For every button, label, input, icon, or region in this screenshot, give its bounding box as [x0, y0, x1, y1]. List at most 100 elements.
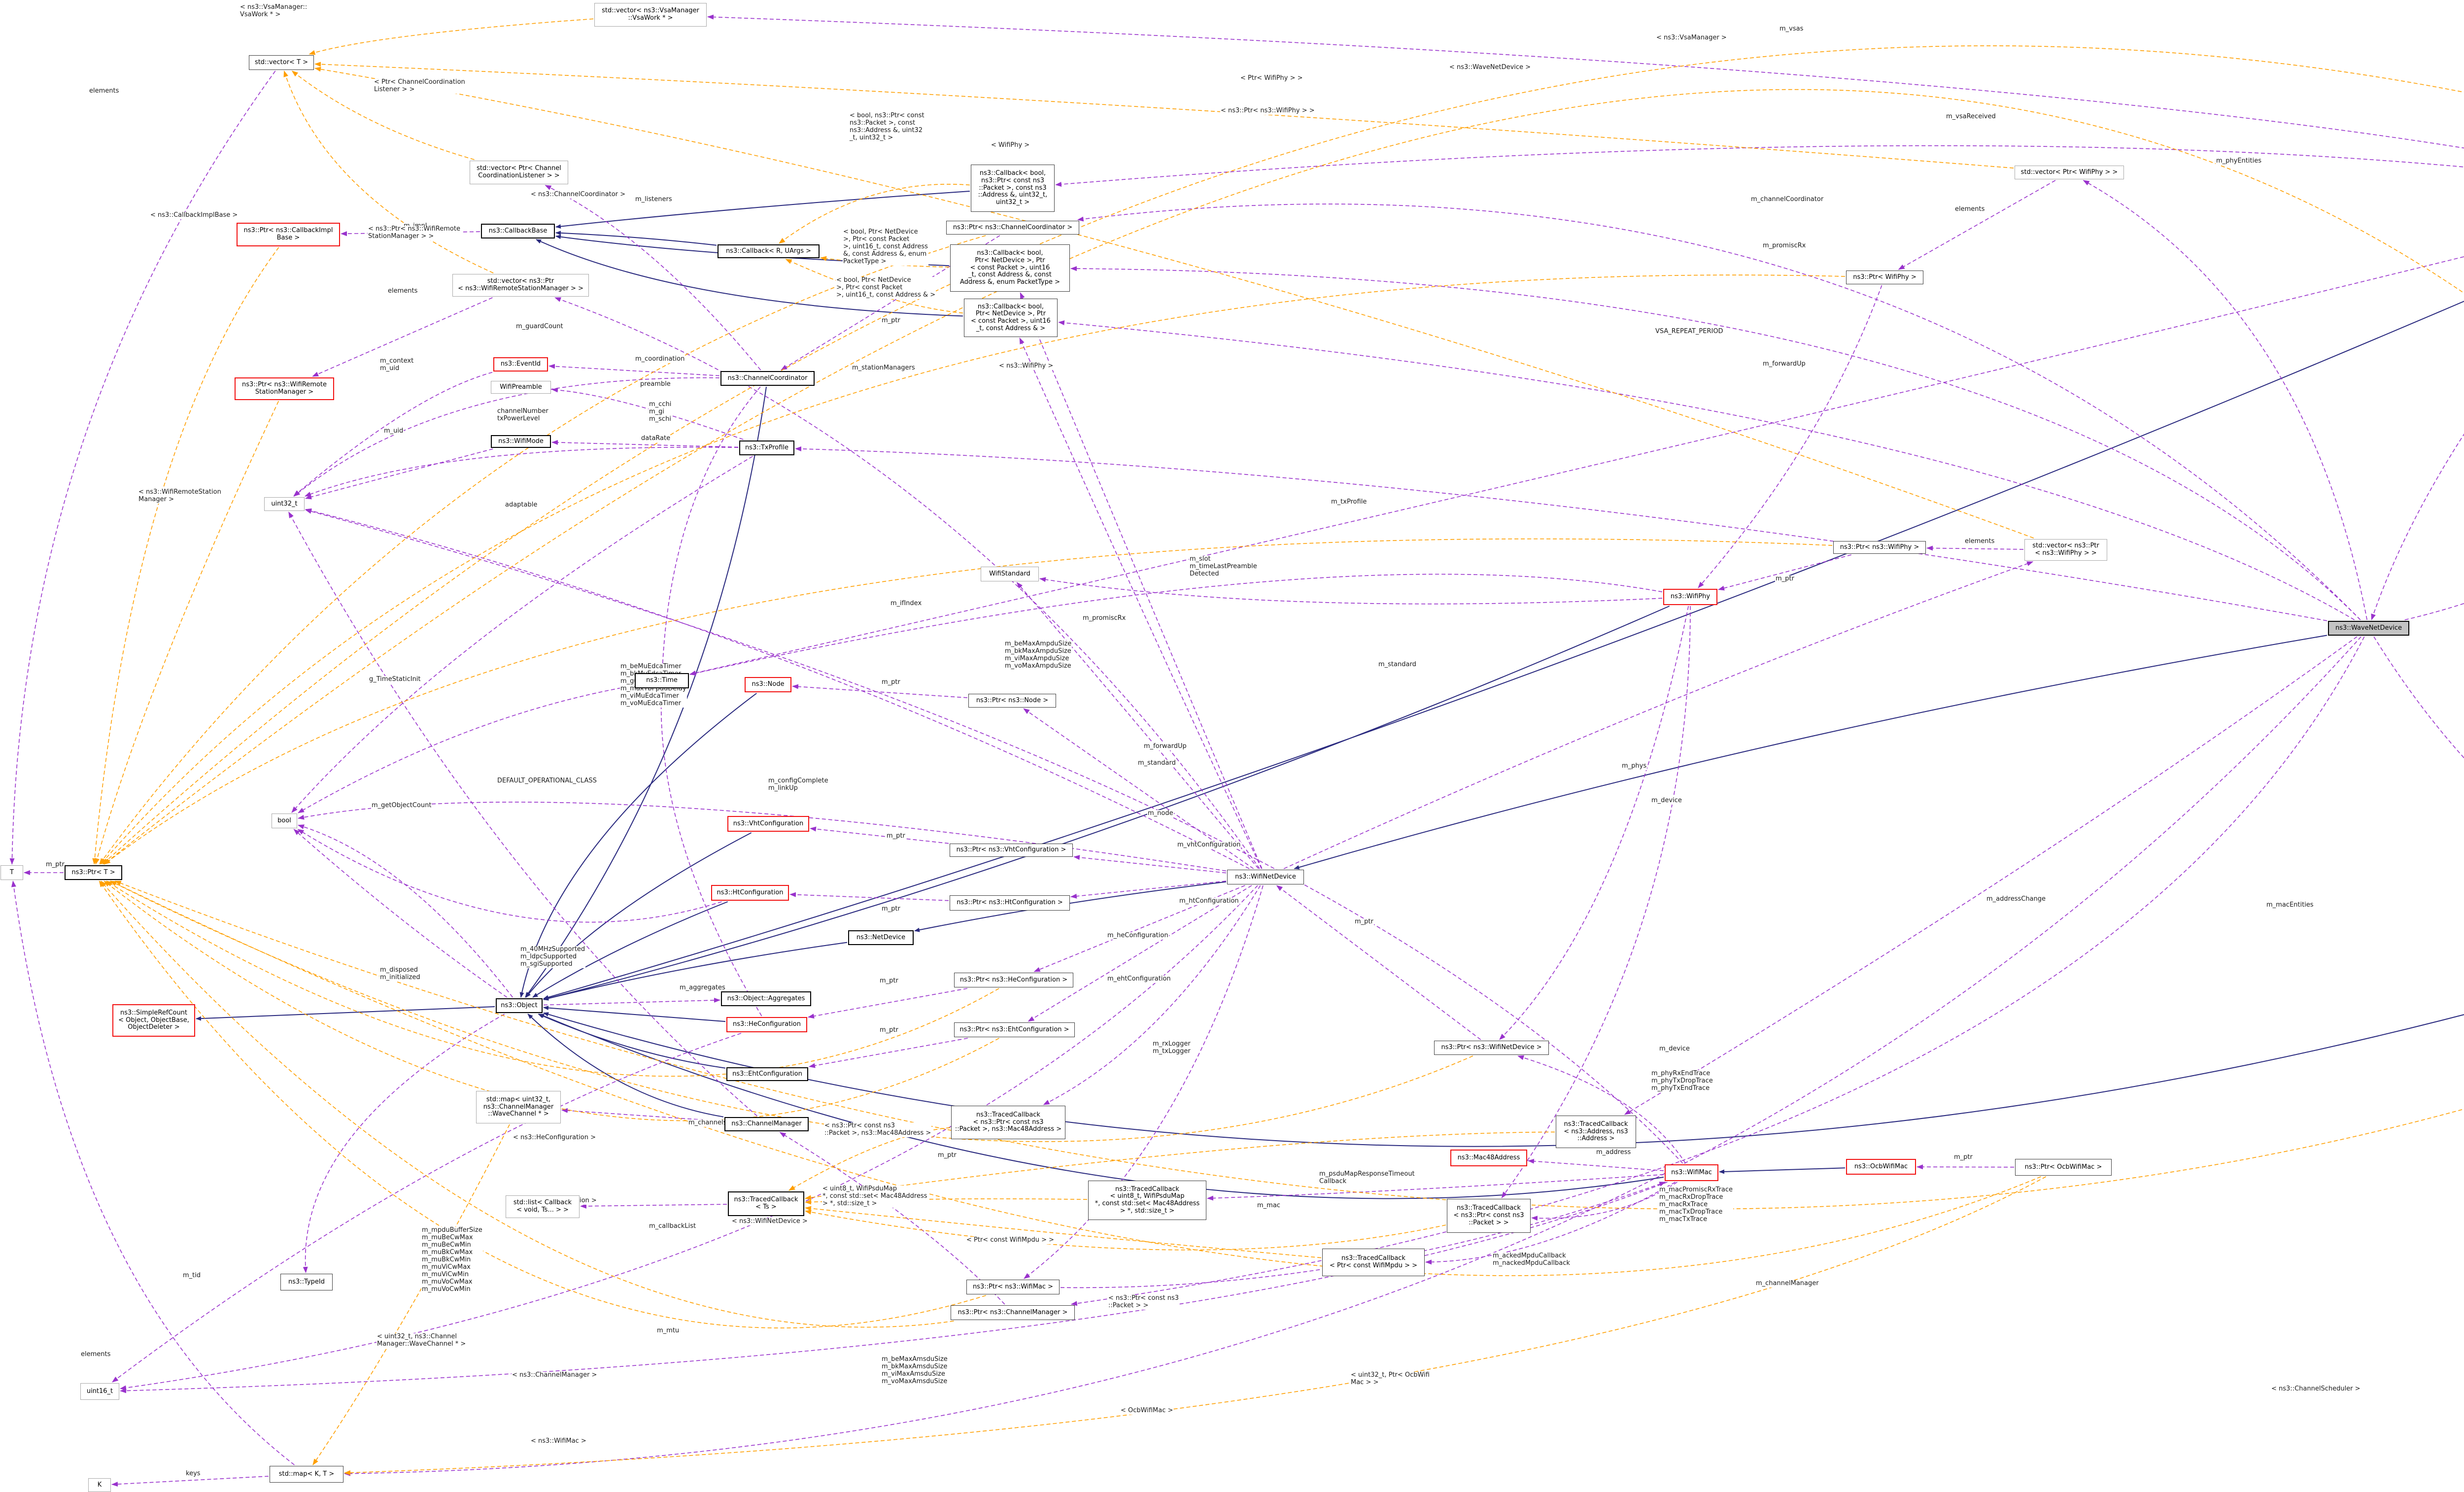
- node-callbackBase[interactable]: ns3::CallbackBase: [481, 224, 555, 238]
- edge-u-waveNetDevice-ptrChMgr: [1070, 636, 2365, 1306]
- node-listCb[interactable]: std::list< Callback < void, Ts... > >: [506, 1195, 580, 1218]
- node-wifiMac[interactable]: ns3::WifiMac: [1665, 1164, 1718, 1181]
- node-uint32[interactable]: uint32_t: [264, 497, 305, 511]
- node-mapKT[interactable]: std::map< K, T >: [270, 1466, 343, 1483]
- edge-u-waveNetDevice-cbPromisc: [1070, 266, 2361, 620]
- node-ptrNode[interactable]: ns3::Ptr< ns3::Node >: [968, 694, 1056, 708]
- node-ptrOcbMac[interactable]: ns3::Ptr< OcbWifiMac >: [2015, 1159, 2112, 1176]
- node-mapWave[interactable]: std::map< uint32_t, ns3::ChannelManager …: [476, 1091, 561, 1123]
- node-object[interactable]: ns3::Object: [496, 998, 543, 1013]
- node-aggregates[interactable]: ns3::Object::Aggregates: [721, 991, 811, 1006]
- edge-u-ptrEht-eht: [809, 1038, 968, 1068]
- node-wifiPhy[interactable]: ns3::WifiPhy: [1663, 589, 1717, 605]
- edge-u-cc-vecCCL: [545, 185, 761, 371]
- node-he[interactable]: ns3::HeConfiguration: [726, 1017, 807, 1032]
- node-ptrHt[interactable]: ns3::Ptr< ns3::HtConfiguration >: [950, 895, 1070, 911]
- edge-u-wifiMac-tcbMpdu: [1425, 1182, 1676, 1265]
- edge-u-vsaManager-time: [689, 256, 2464, 676]
- edge-u-cc-time: [660, 386, 761, 673]
- node-cbForward[interactable]: ns3::Callback< bool, Ptr< NetDevice >, P…: [964, 299, 1058, 337]
- node-vecWRSM[interactable]: std::vector< ns3::Ptr < ns3::WifiRemoteS…: [452, 274, 589, 297]
- edge-t-cbPromisc-cbRU: [820, 256, 950, 268]
- edge-u-ptrWifiPhy2-wifiPhy: [1718, 554, 1851, 591]
- node-tcbMpdu[interactable]: ns3::TracedCallback < Ptr< const WifiMpd…: [1322, 1249, 1425, 1276]
- node-ptrWifiPhy1[interactable]: ns3::Ptr< WifiPhy >: [1846, 271, 1923, 284]
- node-time[interactable]: ns3::Time: [635, 673, 689, 688]
- node-ptrHe[interactable]: ns3::Ptr< ns3::HeConfiguration >: [954, 973, 1073, 987]
- edge-u-waveNetDevice-txProfile: [795, 446, 2327, 621]
- edge-u-wifiPhy-ptrWifiNetDevice: [1499, 606, 1689, 1040]
- node-cbVsa[interactable]: ns3::Callback< bool, ns3::Ptr< const ns3…: [971, 165, 1055, 212]
- node-netDevice[interactable]: ns3::NetDevice: [848, 930, 914, 945]
- node-eventId[interactable]: ns3::EventId: [493, 357, 548, 372]
- node-preamble[interactable]: WifiPreamble: [491, 381, 551, 394]
- node-node[interactable]: ns3::Node: [745, 677, 791, 692]
- node-tcbPsdu[interactable]: ns3::TracedCallback < uint8_t, WifiPsduM…: [1088, 1181, 1206, 1220]
- node-chMgr[interactable]: ns3::ChannelManager: [724, 1117, 809, 1131]
- edge-u-wifiNetDevice-ptrEht: [1027, 885, 1252, 1022]
- node-mac48[interactable]: ns3::Mac48Address: [1450, 1150, 1527, 1166]
- node-ht[interactable]: ns3::HtConfiguration: [711, 885, 789, 901]
- edge-u-waveNetDevice-tcbAddr: [1624, 636, 2358, 1115]
- edge-t-tcbPkt-tcbTs: [805, 1210, 1446, 1251]
- node-txProfile[interactable]: ns3::TxProfile: [739, 441, 794, 455]
- edge-u-vsaManager-cbVsa: [1055, 145, 2464, 187]
- edge-i-vht-object: [525, 832, 752, 998]
- edge-i-vsaManager-object: [543, 301, 2464, 1000]
- edge-u-eventId-uint32: [293, 372, 493, 497]
- node-waveNetDevice[interactable]: ns3::WaveNetDevice: [2328, 621, 2409, 636]
- edge-t-tcbAddr-tcbTs: [805, 1131, 1555, 1200]
- node-tcbPkt[interactable]: ns3::TracedCallback < ns3::Ptr< const ns…: [1447, 1199, 1531, 1233]
- edge-u-mapKT-T: [11, 881, 295, 1465]
- node-simpleRef[interactable]: ns3::SimpleRefCount < Object, ObjectBase…: [112, 1004, 195, 1037]
- node-ptrEht[interactable]: ns3::Ptr< ns3::EhtConfiguration >: [954, 1022, 1075, 1037]
- node-wifiMode[interactable]: ns3::WifiMode: [491, 435, 551, 448]
- node-ptrWifiPhy2[interactable]: ns3::Ptr< ns3::WifiPhy >: [1833, 541, 1926, 554]
- edge-u-wifiMac-uint32: [305, 509, 1683, 1164]
- node-vecPtrWifiPhy2[interactable]: std::vector< ns3::Ptr < ns3::WifiPhy > >: [2024, 539, 2107, 561]
- node-ocbMac[interactable]: ns3::OcbWifiMac: [1846, 1159, 1916, 1175]
- node-K[interactable]: K: [88, 1478, 111, 1492]
- node-vecT[interactable]: std::vector< T >: [249, 55, 314, 70]
- edge-t-ptrChSched-ptrT: [114, 881, 2464, 1210]
- edge-u-txProfile-boolN: [291, 456, 753, 813]
- node-tcbAddr[interactable]: ns3::TracedCallback < ns3::Address, ns3 …: [1556, 1116, 1636, 1148]
- node-uint16[interactable]: uint16_t: [80, 1383, 119, 1400]
- edge-u-ptrWifiNetDevice-wifiNetDevice: [1276, 885, 1481, 1040]
- edge-u-object-boolN: [293, 829, 508, 998]
- node-typeId[interactable]: ns3::TypeId: [280, 1274, 333, 1290]
- node-wifiStandard[interactable]: WifiStandard: [981, 567, 1039, 581]
- node-ptrWifiNetDevice[interactable]: ns3::Ptr< ns3::WifiNetDevice >: [1434, 1041, 1549, 1055]
- edge-i-wifiMac-object: [539, 1014, 1664, 1199]
- node-ptrVht[interactable]: ns3::Ptr< ns3::VhtConfiguration >: [950, 844, 1073, 857]
- node-ptrCC[interactable]: ns3::Ptr< ns3::ChannelCoordinator >: [946, 221, 1079, 235]
- node-cc[interactable]: ns3::ChannelCoordinator: [720, 371, 815, 386]
- node-ptrWRSM[interactable]: ns3::Ptr< ns3::WifiRemote StationManager…: [235, 377, 334, 400]
- node-wifiNetDevice[interactable]: ns3::WifiNetDevice: [1227, 870, 1304, 884]
- node-eht[interactable]: ns3::EhtConfiguration: [726, 1067, 808, 1081]
- node-vecPtrWifiPhy1[interactable]: std::vector< Ptr< WifiPhy > >: [2015, 166, 2124, 179]
- edge-u-wifiNetDevice-boolN: [298, 802, 1227, 872]
- edge-t-ptrWifiPhy1-ptrT: [100, 274, 1846, 865]
- edge-u-ptrVht-vht: [810, 826, 949, 844]
- node-boolN[interactable]: bool: [272, 814, 297, 828]
- edge-u-wifiNetDevice-ptrHt: [1070, 881, 1227, 899]
- edge-u-waveNetDevice-vecPtrWifiPhy1: [2083, 180, 2367, 620]
- node-tcbTs[interactable]: ns3::TracedCallback < Ts >: [728, 1191, 804, 1216]
- node-ptrChMgr[interactable]: ns3::Ptr< ns3::ChannelManager >: [951, 1305, 1075, 1320]
- node-vecVsaWork[interactable]: std::vector< ns3::VsaManager ::VsaWork *…: [594, 3, 707, 27]
- edge-t-ptrOcbMac-mapKT: [344, 1176, 2047, 1475]
- node-cbPromisc[interactable]: ns3::Callback< bool, Ptr< NetDevice >, P…: [950, 244, 1070, 292]
- node-cbRU[interactable]: ns3::Callback< R, UArgs >: [718, 244, 820, 258]
- node-T[interactable]: T: [0, 865, 23, 880]
- edge-t-vecPtrWifiPhy2-vecT: [314, 67, 2034, 539]
- node-ptrCallbackImplBase[interactable]: ns3::Ptr< ns3::CallbackImpl Base >: [237, 223, 340, 246]
- edge-u-object-boolN: [298, 824, 513, 998]
- node-ptrT[interactable]: ns3::Ptr< T >: [65, 865, 122, 880]
- node-ptrWifiMac[interactable]: ns3::Ptr< ns3::WifiMac >: [966, 1280, 1060, 1294]
- node-vht[interactable]: ns3::VhtConfiguration: [727, 816, 809, 832]
- node-tcbPktMac[interactable]: ns3::TracedCallback < ns3::Ptr< const ns…: [951, 1106, 1065, 1139]
- node-vecCCL[interactable]: std::vector< Ptr< Channel CoordinationLi…: [470, 161, 568, 184]
